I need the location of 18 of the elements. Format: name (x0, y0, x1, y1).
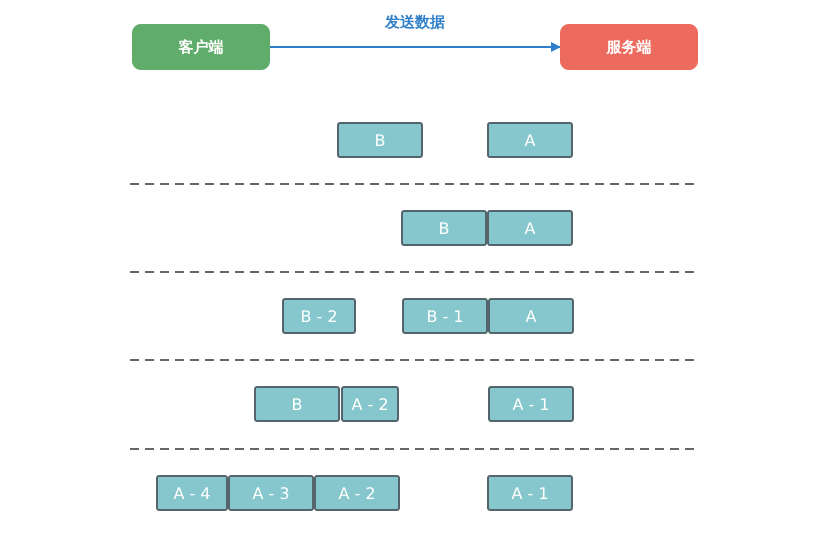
packet-box: A - 4 (156, 475, 228, 511)
packet-box: B (401, 210, 487, 246)
packet-box: B - 2 (282, 298, 356, 334)
packet-box: A (487, 122, 573, 158)
edge-label: 发送数据 (383, 13, 447, 32)
packet-box: A - 2 (341, 386, 399, 422)
arrow (270, 42, 561, 52)
packet-box: B (254, 386, 340, 422)
packet-box: A - 1 (488, 386, 574, 422)
packet-box: A - 2 (314, 475, 400, 511)
packet-box: A - 1 (487, 475, 573, 511)
packet-box: B - 1 (402, 298, 488, 334)
server-box: 服务端 (560, 24, 698, 70)
client-box: 客户端 (132, 24, 270, 70)
packet-box: A (487, 210, 573, 246)
packet-box: A (488, 298, 574, 334)
packet-box: B (337, 122, 423, 158)
packet-box: A - 3 (228, 475, 314, 511)
